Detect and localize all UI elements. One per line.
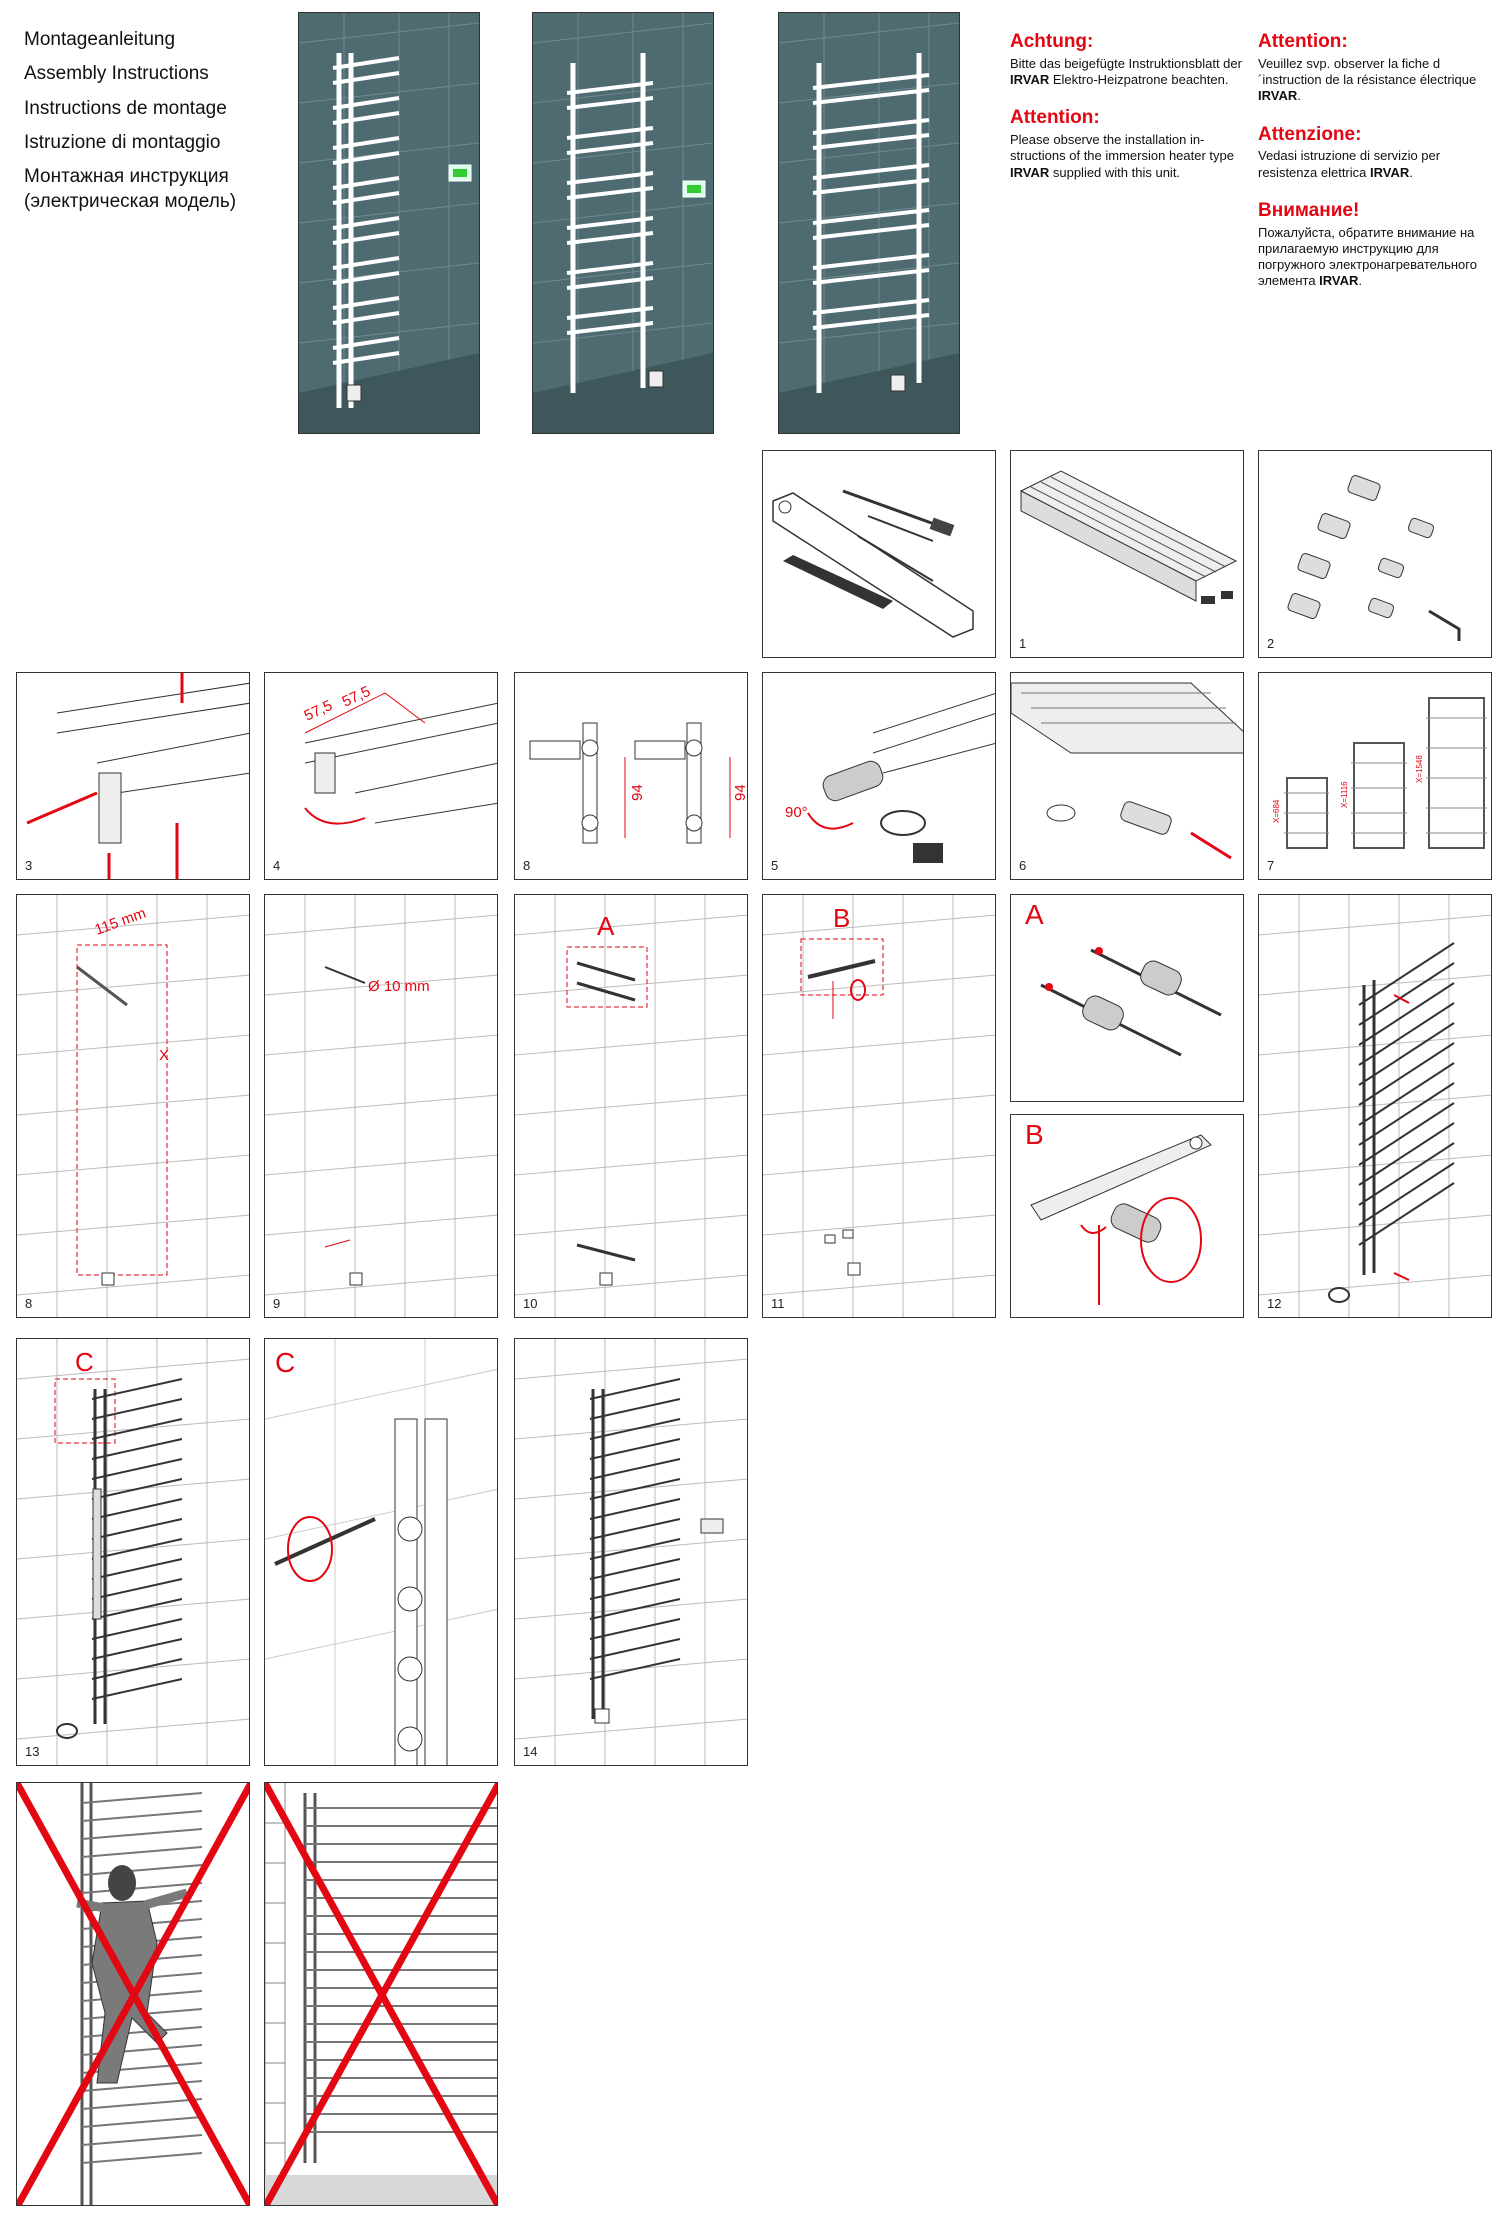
panel-step-10: A 10 — [514, 894, 748, 1318]
step-number: 8 — [25, 1296, 33, 1311]
step-13-illustration: C — [17, 1339, 249, 1765]
panel-step-13: C 13 — [16, 1338, 250, 1766]
panel-detail-c: C — [264, 1338, 498, 1766]
step-number: 7 — [1267, 858, 1275, 873]
detail-c-illustration — [265, 1339, 497, 1765]
detail-a-letter: A — [1025, 899, 1044, 930]
drill-illustration: Ø 10 mm — [265, 895, 497, 1317]
dim-115-label: 115 mm — [93, 905, 149, 939]
panel-step-12: 12 — [1258, 894, 1492, 1318]
panel-step-14: 14 — [514, 1338, 748, 1766]
no-climbing-illustration — [17, 1783, 249, 2205]
warning-column-left: Achtung: Bitte das beigefügte Instruktio… — [1010, 30, 1250, 199]
detail-b-label: B — [833, 903, 850, 933]
warning-en-text: Please observe the installation in-struc… — [1010, 132, 1234, 180]
step-number: 11 — [771, 1296, 785, 1311]
panel-step-7: X=684 X=1116 X=1548 7 — [1258, 672, 1492, 880]
dim-x-label: X — [159, 1047, 169, 1064]
warning-column-right: Attention: Veuillez svp. observer la fic… — [1258, 30, 1493, 308]
step-number: 2 — [1267, 636, 1275, 651]
dim-94-right: 94 — [732, 784, 748, 801]
step-8-measure-illustration: 94 94 — [529, 722, 748, 844]
radiator-box-illustration — [1019, 470, 1238, 604]
step-6-illustration — [1011, 682, 1243, 860]
wall-grid-illustration: 115 mm X — [17, 895, 249, 1317]
detail-b-illustration — [1030, 1134, 1212, 1305]
warning-fr-text: Veuillez svp. observer la fiche d´instru… — [1258, 55, 1477, 104]
detail-c-letter: C — [275, 1347, 296, 1378]
hero-radiator-1 — [298, 12, 480, 434]
panel-step-4: 57,5 57,5 4 — [264, 672, 498, 880]
drill-size-label: Ø 10 mm — [368, 978, 430, 995]
title-de: Montageanleitung — [24, 29, 176, 50]
step-number: 4 — [273, 858, 281, 873]
detail-c-label: C — [75, 1347, 94, 1377]
radiator-illustration — [533, 13, 713, 433]
detail-a-label: A — [597, 911, 615, 941]
hero-radiator-2 — [532, 12, 714, 434]
tools-illustration — [772, 489, 974, 638]
radiator-illustration — [779, 13, 959, 433]
dim-x-large: X=1548 — [1415, 755, 1424, 783]
step-number: 14 — [523, 1744, 538, 1759]
step-number: 3 — [25, 858, 33, 873]
bracket-illustration: B — [763, 895, 995, 1317]
warning-fr-heading: Attention: — [1258, 31, 1348, 52]
warning-en-heading: Attention: — [1010, 107, 1100, 129]
radiator-illustration — [299, 13, 479, 433]
step-3-illustration — [26, 673, 249, 879]
warning-it-text: Vedasi istruzione di servizio per resist… — [1258, 148, 1441, 180]
hero-radiator-3 — [778, 12, 960, 434]
dim-94-left: 94 — [629, 784, 646, 801]
step-number: 12 — [1267, 1296, 1282, 1311]
step-5-illustration: 90° — [785, 693, 995, 863]
warning-it-heading: Attenzione: — [1258, 123, 1362, 145]
fittings-illustration — [1287, 475, 1461, 641]
panel-step-11: B 11 — [762, 894, 996, 1318]
title-en: Assembly Instructions — [24, 63, 209, 85]
panel-step-3: 3 — [16, 672, 250, 880]
panel-no-floor-install — [264, 1782, 498, 2206]
step-number: 5 — [771, 858, 779, 873]
panel-step-1: 1 — [1010, 450, 1244, 658]
title-ru-sub: (электрическая модель) — [24, 190, 237, 212]
warning-ru-text: Пожалуйста, обратите внимание на прилага… — [1258, 224, 1477, 289]
step-number: 13 — [25, 1744, 40, 1759]
title-block: Montageanleitung Assembly Instructions I… — [24, 28, 236, 224]
title-ru: Монтажная инструкция — [24, 166, 229, 188]
warning-de-heading: Achtung: — [1010, 31, 1094, 52]
dim-x-small: X=684 — [1272, 799, 1281, 823]
step-number: 10 — [523, 1296, 538, 1311]
step-number: 8 — [523, 858, 531, 873]
detail-b-letter: B — [1025, 1119, 1044, 1150]
panel-tools — [762, 450, 996, 658]
title-it: Istruzione di montaggio — [24, 131, 221, 153]
warning-ru-heading: Внимание! — [1258, 199, 1360, 221]
panel-step-6: 6 — [1010, 672, 1244, 880]
step-7-illustration: X=684 X=1116 X=1548 — [1272, 697, 1487, 849]
angle-90-label: 90° — [785, 804, 808, 821]
dim-57-right: 57,5 — [340, 683, 374, 711]
panel-step-5: 90° 5 — [762, 672, 996, 880]
panel-no-climbing — [16, 1782, 250, 2206]
step-4-illustration: 57,5 57,5 — [302, 683, 497, 825]
panel-step-9: Ø 10 mm 9 — [264, 894, 498, 1318]
step-number: 9 — [273, 1296, 281, 1311]
no-floor-install-illustration — [265, 1783, 497, 2205]
dowel-illustration: A — [515, 895, 747, 1317]
panel-detail-a: A — [1010, 894, 1244, 1102]
title-fr: Instructions de montage — [24, 97, 227, 119]
panel-step-8-measure: 94 94 8 — [514, 672, 748, 880]
dim-x-mid: X=1116 — [1340, 781, 1349, 808]
panel-step-2: 2 — [1258, 450, 1492, 658]
warning-de-text: Bitte das beigefügte Instruktionsblatt d… — [1010, 55, 1242, 87]
detail-a-illustration — [1040, 947, 1222, 1057]
step-14-illustration — [515, 1339, 747, 1765]
step-number: 6 — [1019, 858, 1027, 873]
panel-detail-b: B — [1010, 1114, 1244, 1318]
panel-step-8: 115 mm X 8 — [16, 894, 250, 1318]
step-number: 1 — [1019, 636, 1027, 651]
hang-radiator-illustration — [1259, 895, 1491, 1317]
